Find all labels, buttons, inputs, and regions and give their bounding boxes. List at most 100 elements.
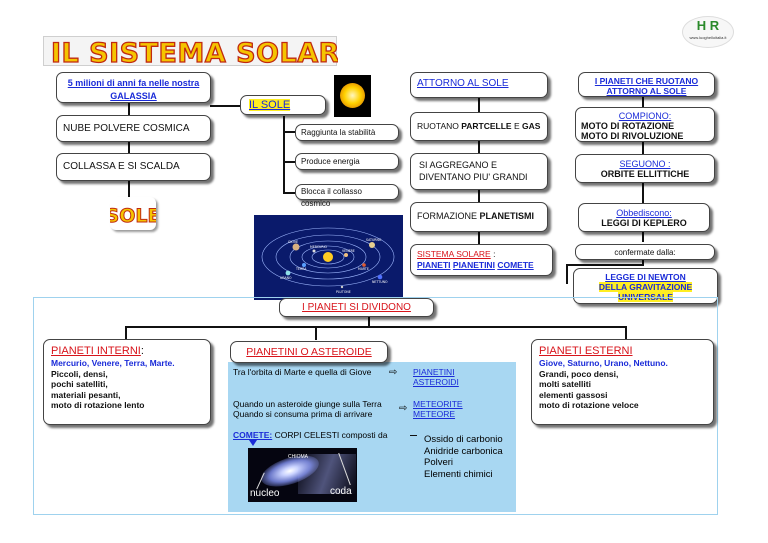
follow-value: ORBITE ELLITTICHE <box>600 169 690 179</box>
sole-badge: SOLE <box>105 197 161 230</box>
orbit-label-7: NETTUNO <box>372 280 388 284</box>
solar-item-pianeti: PIANETI <box>417 260 451 270</box>
orbit-label-6: URANO <box>280 276 292 280</box>
planets-orbit-title: I PIANETI CHE RUOTANO ATTORNO AL SOLE <box>594 76 699 96</box>
component-3: Elementi chimici <box>424 468 493 480</box>
comet-label-chioma: CHIOMA <box>288 454 308 460</box>
logo-caption: www.luoghelloitalia.it <box>689 35 727 40</box>
sun-item-block: Blocca il collasso cosmico <box>295 184 399 208</box>
sun-title-box: IL SOLE <box>240 95 326 115</box>
confirmed-text: confermate dalla: <box>614 248 676 257</box>
comet-arrow-icon <box>249 440 257 446</box>
asteroid-target-meteorite: METEORITE <box>413 399 463 409</box>
complete-label: COMPIONO: <box>618 111 672 121</box>
solar-system-colon: : <box>490 249 496 259</box>
follow-box: SEGUONO : ORBITE ELLITTICHE <box>575 154 715 183</box>
comet-label-nucleo: nucleo <box>250 488 280 499</box>
newton-line-2: DELLA GRAVITAZIONE <box>598 282 693 292</box>
sun-title: IL SOLE <box>249 99 291 111</box>
logo-text: H R <box>696 18 720 33</box>
collapse-box: COLLASSA E SI SCALDA <box>56 153 211 181</box>
component-1: Anidride carbonica <box>424 445 503 457</box>
asteroid-target-asteroidi: ASTEROIDI <box>413 377 459 387</box>
asteroids-title-box: PIANETINI O ASTEROIDE <box>230 341 388 363</box>
orbit-label-5: SATURNO <box>366 238 382 242</box>
aggregate-box: SI AGGREGANO E DIVENTANO PIU' GRANDI <box>410 153 548 190</box>
external-line-3: moto di rotazione veloce <box>539 400 639 410</box>
internal-line-1: pochi satelliti, <box>51 379 108 389</box>
internal-title: PIANETI INTERNI <box>51 345 141 357</box>
asteroid-row-1-text: Tra l'orbita di Marte e quella di Giove <box>233 367 372 377</box>
sole-badge-text: SOLE <box>105 205 161 228</box>
arrow-icon: ⇨ <box>389 367 398 378</box>
asteroid-target-pianetini: PIANETINI <box>413 367 455 377</box>
external-line-2: elementi gassosi <box>539 389 608 400</box>
asteroids-title: PIANETINI O ASTEROIDE <box>246 346 372 358</box>
newton-line-2-wrap: DELLA GRAVITAZIONE <box>579 282 712 292</box>
sun-image <box>334 75 371 117</box>
sun-item-energy-text: Produce energia <box>301 157 360 166</box>
around-sun-title: ATTORNO AL SOLE <box>417 78 509 89</box>
complete-box: COMPIONO: MOTO DI ROTAZIONE MOTO DI RIVO… <box>575 107 715 142</box>
around-sun-box: ATTORNO AL SOLE <box>410 72 548 98</box>
dust-text: NUBE POLVERE COSMICA <box>63 123 190 134</box>
planetesimal-box: FORMAZIONE PLANETISMI <box>410 202 548 232</box>
galaxy-box: 5 milioni di anni fa nelle nostra GALASS… <box>56 72 211 103</box>
internal-colon: : <box>140 345 144 357</box>
internal-line-3: moto di rotazione lento <box>51 400 145 410</box>
comets-text: CORPI CELESTI composti da <box>272 430 388 440</box>
orbit-label-1: VENERE <box>342 249 355 253</box>
complete-rotation: MOTO DI ROTAZIONE <box>581 121 675 131</box>
obey-value: LEGGI DI KEPLERO <box>601 218 687 228</box>
planetesimal-pre: FORMAZIONE <box>417 211 480 221</box>
sun-item-energy: Produce energia <box>295 153 399 170</box>
comets-row: COMETE: CORPI CELESTI composti da <box>233 430 423 441</box>
orbit-label-3: MARTE <box>358 267 369 271</box>
orbit-label-0: MERCURIO <box>310 245 328 249</box>
obey-box: Obbediscono: LEGGI DI KEPLERO <box>578 203 710 232</box>
component-2: Polveri <box>424 457 454 468</box>
particles-mid: E <box>511 121 523 131</box>
divide-title: I PIANETI SI DIVIDONO <box>302 302 411 313</box>
bottom-frame <box>33 297 718 515</box>
solar-item-pianetini: PIANETINI <box>452 260 495 270</box>
particles-box: RUOTANO PARTCELLE E GAS <box>410 112 548 141</box>
component-0: Ossido di carbonio <box>424 434 503 445</box>
sun-item-stability: Raggiunta la stabilità <box>295 124 399 141</box>
logo: H R www.luoghelloitalia.it <box>682 16 734 48</box>
external-line-0: Grandi, poco densi, <box>539 368 619 379</box>
galaxy-text: 5 milioni di anni fa nelle nostra GALASS… <box>67 78 200 101</box>
newton-line-1: LEGGE DI NEWTON <box>605 272 686 282</box>
particles-pre: RUOTANO <box>417 121 462 131</box>
asteroid-target-meteore: METEORE <box>413 409 456 419</box>
complete-revolution: MOTO DI RIVOLUZIONE <box>581 131 684 141</box>
internal-line-0: Piccoli, densi, <box>51 368 108 379</box>
divide-title-box: I PIANETI SI DIVIDONO <box>279 298 434 317</box>
collapse-text: COLLASSA E SI SCALDA <box>63 161 180 172</box>
orbit-label-2: TERRA <box>295 267 307 271</box>
page-title: IL SISTEMA SOLARE <box>50 37 338 69</box>
orbit-diagram: MERCURIO VENERE TERRA MARTE GIOVE SATURN… <box>261 227 395 294</box>
external-line-1: molti satelliti <box>539 379 591 389</box>
orbit-label-4: GIOVE <box>288 240 298 244</box>
solar-system-box: SISTEMA SOLARE : PIANETI PIANETINI COMET… <box>410 244 553 276</box>
comet-label-coda: coda <box>330 486 352 497</box>
asteroid-row-2b-text: Quando si consuma prima di arrivare <box>233 409 373 419</box>
confirmed-box: confermate dalla: <box>575 244 715 260</box>
comets-label: COMETE: <box>233 430 273 440</box>
svg-text:SOLE: SOLE <box>110 205 156 227</box>
comet-image: CHIOMA nucleo coda <box>248 448 357 502</box>
aggregate-text: SI AGGREGANO E DIVENTANO PIU' GRANDI <box>419 160 528 182</box>
obey-label: Obbediscono: <box>616 208 672 218</box>
sun-item-block-text: Blocca il collasso cosmico <box>301 187 362 208</box>
comet-components: Ossido di carbonio Anidride carbonica Po… <box>424 434 514 480</box>
solar-system-label: SISTEMA SOLARE <box>417 249 491 259</box>
sun-item-stability-text: Raggiunta la stabilità <box>301 128 376 137</box>
orbit-label-8: PLUTONE <box>336 290 351 294</box>
internal-line-2: materiali pesanti, <box>51 389 121 400</box>
title-banner <box>43 36 337 66</box>
external-title: PIANETI ESTERNI <box>539 345 633 357</box>
particles-gas: GAS <box>522 121 541 131</box>
planets-orbit-box: I PIANETI CHE RUOTANO ATTORNO AL SOLE <box>578 72 715 97</box>
particles-bold: PARTCELLE <box>461 121 512 131</box>
